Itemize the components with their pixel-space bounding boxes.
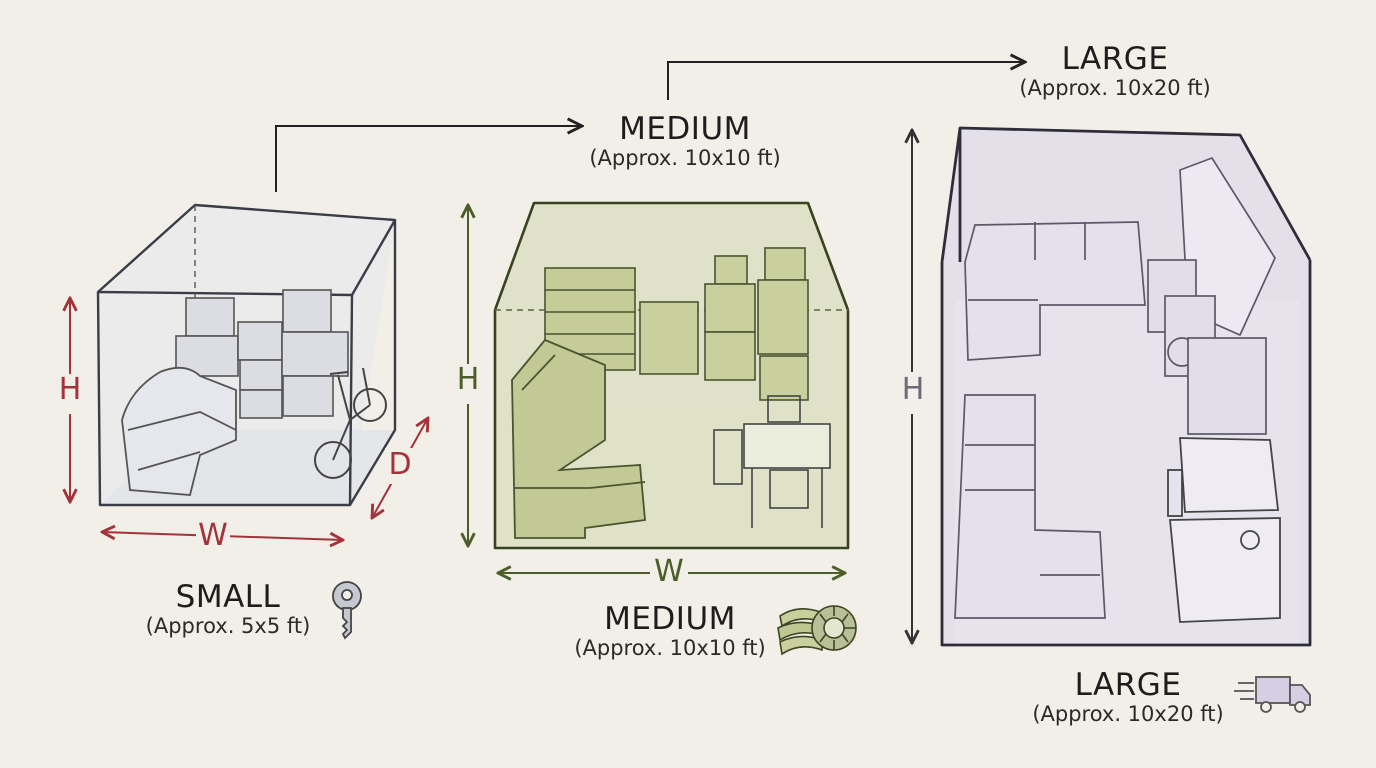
large-lower-sectional-sofa <box>954 394 1106 619</box>
small-height-label: H <box>58 372 82 407</box>
moving-truck-icon <box>1234 676 1311 713</box>
medium-table-and-chairs <box>713 395 831 528</box>
large-golf-cart <box>1167 437 1281 623</box>
medium-unit-drawing <box>453 201 850 592</box>
flow-large-label: LARGE (Approx. 10x20 ft) <box>990 42 1240 101</box>
flow-medium-title: MEDIUM <box>619 111 751 147</box>
large-unit-title: LARGE <box>1074 667 1182 703</box>
medium-sectional-sofa <box>511 338 646 539</box>
flow-medium-size: (Approx. 10x10 ft) <box>589 146 781 171</box>
small-bicycle <box>314 367 387 479</box>
large-height-label: H <box>901 372 925 407</box>
large-unit-caption: LARGE (Approx. 10x20 ft) <box>1018 668 1238 727</box>
flow-connectors <box>275 62 1025 192</box>
medium-unit-title: MEDIUM <box>604 601 736 637</box>
medium-boxes <box>639 247 809 401</box>
small-boxes <box>175 289 349 419</box>
large-unit-drawing <box>898 126 1312 647</box>
small-unit-size: (Approx. 5x5 ft) <box>145 614 311 639</box>
flow-large-title: LARGE <box>1061 41 1169 77</box>
small-sofa <box>121 366 237 496</box>
flow-large-size: (Approx. 10x20 ft) <box>1019 76 1211 101</box>
large-unit-size: (Approx. 10x20 ft) <box>1032 702 1224 727</box>
large-upper-sectional-sofa <box>964 221 1146 361</box>
small-width-label: W <box>198 518 228 553</box>
key-icon <box>332 581 362 640</box>
flow-arrow-small-to-medium <box>275 126 582 192</box>
small-unit-caption: SMALL (Approx. 5x5 ft) <box>118 580 338 639</box>
medium-unit-size: (Approx. 10x10 ft) <box>574 636 766 661</box>
flow-medium-label: MEDIUM (Approx. 10x10 ft) <box>560 112 810 171</box>
flow-arrow-medium-to-large <box>667 62 1025 100</box>
towels-and-tire-icon <box>777 605 857 656</box>
medium-height-label: H <box>456 362 480 397</box>
large-appliances <box>1147 259 1267 435</box>
medium-width-label: W <box>654 554 684 589</box>
medium-unit-caption: MEDIUM (Approx. 10x10 ft) <box>555 602 785 661</box>
small-unit-title: SMALL <box>175 579 281 615</box>
small-unit-drawing <box>55 203 428 554</box>
small-depth-label: D <box>388 447 412 482</box>
